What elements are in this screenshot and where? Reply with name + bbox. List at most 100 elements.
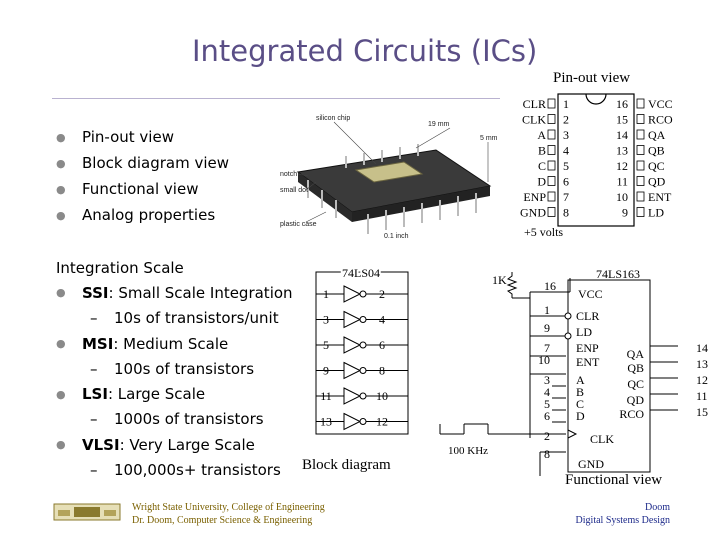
gate-output-pin: 10: [376, 389, 388, 403]
gate-input-pin: 5: [323, 338, 329, 352]
scale-sub-text: 100s of transistors: [114, 359, 255, 378]
inverter-gate: [343, 336, 362, 354]
gate-output-pin: 4: [379, 313, 385, 327]
pin-number-right: 10: [616, 190, 628, 204]
counter-output-pin: 14: [696, 341, 708, 355]
footer-department: Dr. Doom, Computer Science & Engineering: [132, 515, 313, 526]
functional-caption: Functional view: [565, 472, 662, 488]
scale-heading: Integration Scale: [56, 258, 184, 277]
pin-label-right: QD: [648, 175, 666, 189]
pin-label-right: LD: [648, 206, 664, 220]
vcc-pin-number: 16: [544, 279, 556, 293]
counter-input-label: ENP: [576, 341, 599, 355]
pin-label-right: QB: [648, 144, 665, 158]
bullet-text: Analog properties: [82, 206, 216, 224]
scale-item: ●VLSI: Very Large Scale: [56, 432, 293, 457]
counter-pin-number: 3: [544, 373, 550, 387]
counter-pin-number: 5: [544, 397, 550, 411]
pin-number-left: 2: [563, 113, 569, 127]
pin-pad-right: [636, 129, 645, 140]
scale-sub-text: 1000s of transistors: [114, 410, 264, 429]
scale-desc: : Medium Scale: [113, 334, 229, 353]
gate-input-pin: 1: [323, 287, 329, 301]
pin-pad-right: [636, 98, 645, 109]
pin-pad-right: [636, 160, 645, 171]
bullet-item: ●Pin-out view: [56, 124, 229, 150]
footer-left: Wright State University, College of Engi…: [132, 501, 325, 527]
counter-pin-number: 4: [544, 385, 550, 399]
pin-number-left: 4: [563, 144, 569, 158]
dash-icon: –: [90, 461, 98, 480]
inverter-gate: [343, 361, 362, 380]
gate-output-pin: 8: [379, 364, 385, 378]
ic-notch: [585, 93, 607, 105]
gate-input-pin: 11: [320, 389, 332, 403]
pin-number-right: 13: [616, 144, 628, 158]
vcc-label: VCC: [578, 287, 603, 301]
scale-desc: : Very Large Scale: [119, 435, 255, 454]
functional-view: 1K 74LS163 16 VCC 100 KHz CLK GND Functi…: [439, 267, 708, 488]
scale-subitem: –10s of transistors/unit: [56, 306, 293, 331]
pin-label-left: CLK: [522, 113, 546, 127]
bullet-icon: ●: [56, 337, 66, 351]
footer-course: Digital Systems Design: [575, 515, 670, 526]
footer-author: Doom: [645, 502, 670, 513]
pin-number-left: 8: [563, 206, 569, 220]
counter-output-label: QD: [627, 393, 645, 407]
pin-pad-left: [547, 207, 556, 217]
scale-abbr: LSI: [82, 385, 108, 404]
inverter-bubble: [359, 316, 367, 323]
bullet-icon: ●: [56, 387, 66, 401]
bullet-icon: ●: [56, 130, 66, 144]
counter-input-label: A: [576, 373, 585, 387]
ic-outline: [315, 271, 409, 435]
gnd-label: GND: [578, 457, 604, 471]
scale-subitem: –1000s of transistors: [56, 407, 293, 432]
counter-output-label: QA: [627, 347, 645, 361]
counter-chip-body: [567, 279, 651, 473]
dash-icon: –: [90, 309, 98, 328]
counter-input-label: LD: [576, 325, 592, 339]
inverter-bubble: [359, 392, 367, 400]
pin-pad-left: [547, 145, 556, 155]
chip-label-pitch: 0.1 inch: [384, 233, 409, 240]
counter-pin-number: 10: [538, 353, 550, 367]
counter-output-pin: 15: [696, 405, 708, 419]
pin-number-right: 12: [616, 159, 628, 173]
gate-input-pin: 13: [320, 415, 332, 429]
pin-label-right: QA: [648, 128, 666, 142]
pin-label-left: ENP: [523, 190, 546, 204]
pin-pad-left: [547, 160, 556, 171]
counter-input-label: B: [576, 385, 584, 399]
supply-label: +5 volts: [524, 225, 563, 239]
footer-right: Doom Digital Systems Design: [576, 501, 670, 527]
gate-output-pin: 6: [379, 338, 385, 352]
counter-output-pin: 13: [696, 357, 708, 371]
counter-output-label: QC: [627, 377, 644, 391]
pin-number-right: 15: [616, 113, 628, 127]
chip-label-plastic-case: plastic case: [280, 221, 317, 228]
scale-sub-text: 10s of transistors/unit: [114, 309, 279, 328]
counter-pin-number: 9: [544, 321, 550, 335]
chip-label-5mm: 5 mm: [480, 135, 498, 142]
scale-subitem: –100s of transistors: [56, 356, 293, 381]
counter-output-label: QB: [627, 361, 644, 375]
resistor-label: 1K: [492, 273, 507, 287]
inverter-gate: [343, 285, 362, 303]
pullup-resistor: [506, 272, 518, 298]
university-logo: [53, 503, 121, 521]
slide-title: Integrated Circuits (ICs): [192, 34, 538, 68]
scale-abbr: VLSI: [82, 435, 120, 454]
pinout-caption: Pin-out view: [553, 70, 630, 86]
gate-input-pin: 3: [323, 313, 329, 327]
counter-pin-number: 8: [544, 447, 550, 461]
pin-pad-right: [636, 114, 645, 124]
inverter-bubble: [359, 418, 367, 425]
dip-chip-illustration: silicon chip 5 mm 19 mm notch small dot …: [280, 115, 498, 240]
gate-output-pin: 12: [376, 415, 388, 429]
bullet-item: ●Analog properties: [56, 202, 229, 228]
clk-label: CLK: [590, 432, 614, 446]
chip-label-19mm: 19 mm: [428, 121, 450, 128]
bullet-item: ●Block diagram view: [56, 150, 229, 176]
